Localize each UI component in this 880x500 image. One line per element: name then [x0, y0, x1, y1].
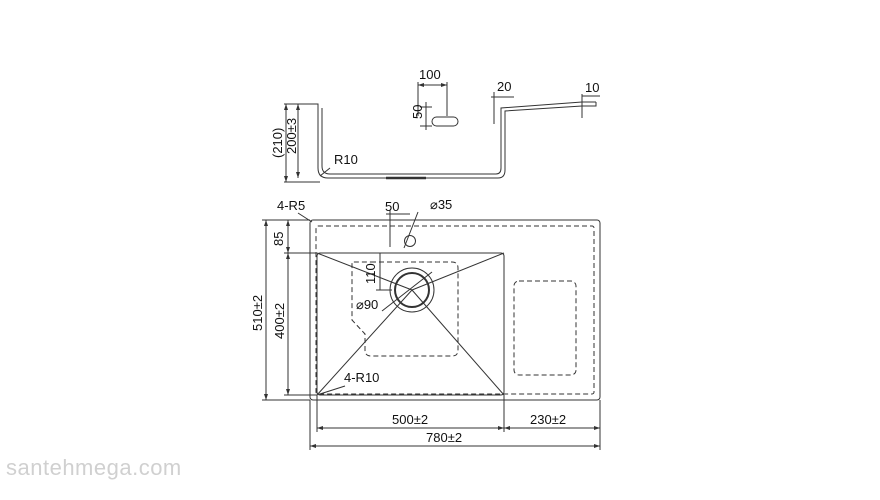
side-view-inner-line: [321, 101, 596, 175]
tap-hole: [404, 235, 416, 247]
side-view-outline: [305, 102, 597, 179]
bowl-slope-line: [316, 289, 413, 396]
edge-thickness-label: 10: [585, 80, 599, 95]
drainer-width-label: 230±2: [530, 412, 566, 427]
dimension-labels: 100 50 20 10 (210) 200±3 R10 4-R5 50 ⌀35…: [250, 67, 599, 445]
outlet-height-label: 50: [410, 105, 425, 119]
back-margin-label: 85: [271, 232, 286, 246]
top-bowl-depth-label: 400±2: [272, 303, 287, 339]
corner-radius-label: 4-R5: [277, 198, 305, 213]
bowl-corner-radius-label: 4-R10: [344, 370, 379, 385]
dimension-arrows: [264, 83, 600, 448]
tap-hole-offset-label: 50: [385, 199, 399, 214]
side-bowl-depth-label: 200±3: [284, 118, 299, 154]
drain-ring-inner: [394, 272, 430, 308]
bowl-width-label: 500±2: [392, 412, 428, 427]
top-overall-depth-label: 510±2: [250, 295, 265, 331]
sink-inner-dashed: [315, 225, 595, 395]
sink-outline: [309, 219, 601, 401]
tap-hole-diameter-label: ⌀35: [430, 197, 452, 212]
side-view: [284, 82, 600, 183]
drain-tray-dashed: [351, 261, 459, 357]
side-overall-depth-label: (210): [270, 128, 285, 158]
drainer-cutout-dashed: [513, 280, 577, 376]
overall-width-label: 780±2: [426, 430, 462, 445]
drain-diameter-label: ⌀90: [356, 297, 378, 312]
top-view: [262, 210, 601, 450]
overflow-slot: [431, 116, 459, 127]
bowl-outline: [316, 252, 505, 396]
side-bottom-radius-label: R10: [334, 152, 358, 167]
drain-offset-label: 110: [363, 263, 378, 284]
site-watermark: santehmega.com: [6, 455, 182, 480]
outlet-width-label: 100: [419, 67, 441, 82]
rim-width-label: 20: [497, 79, 511, 94]
